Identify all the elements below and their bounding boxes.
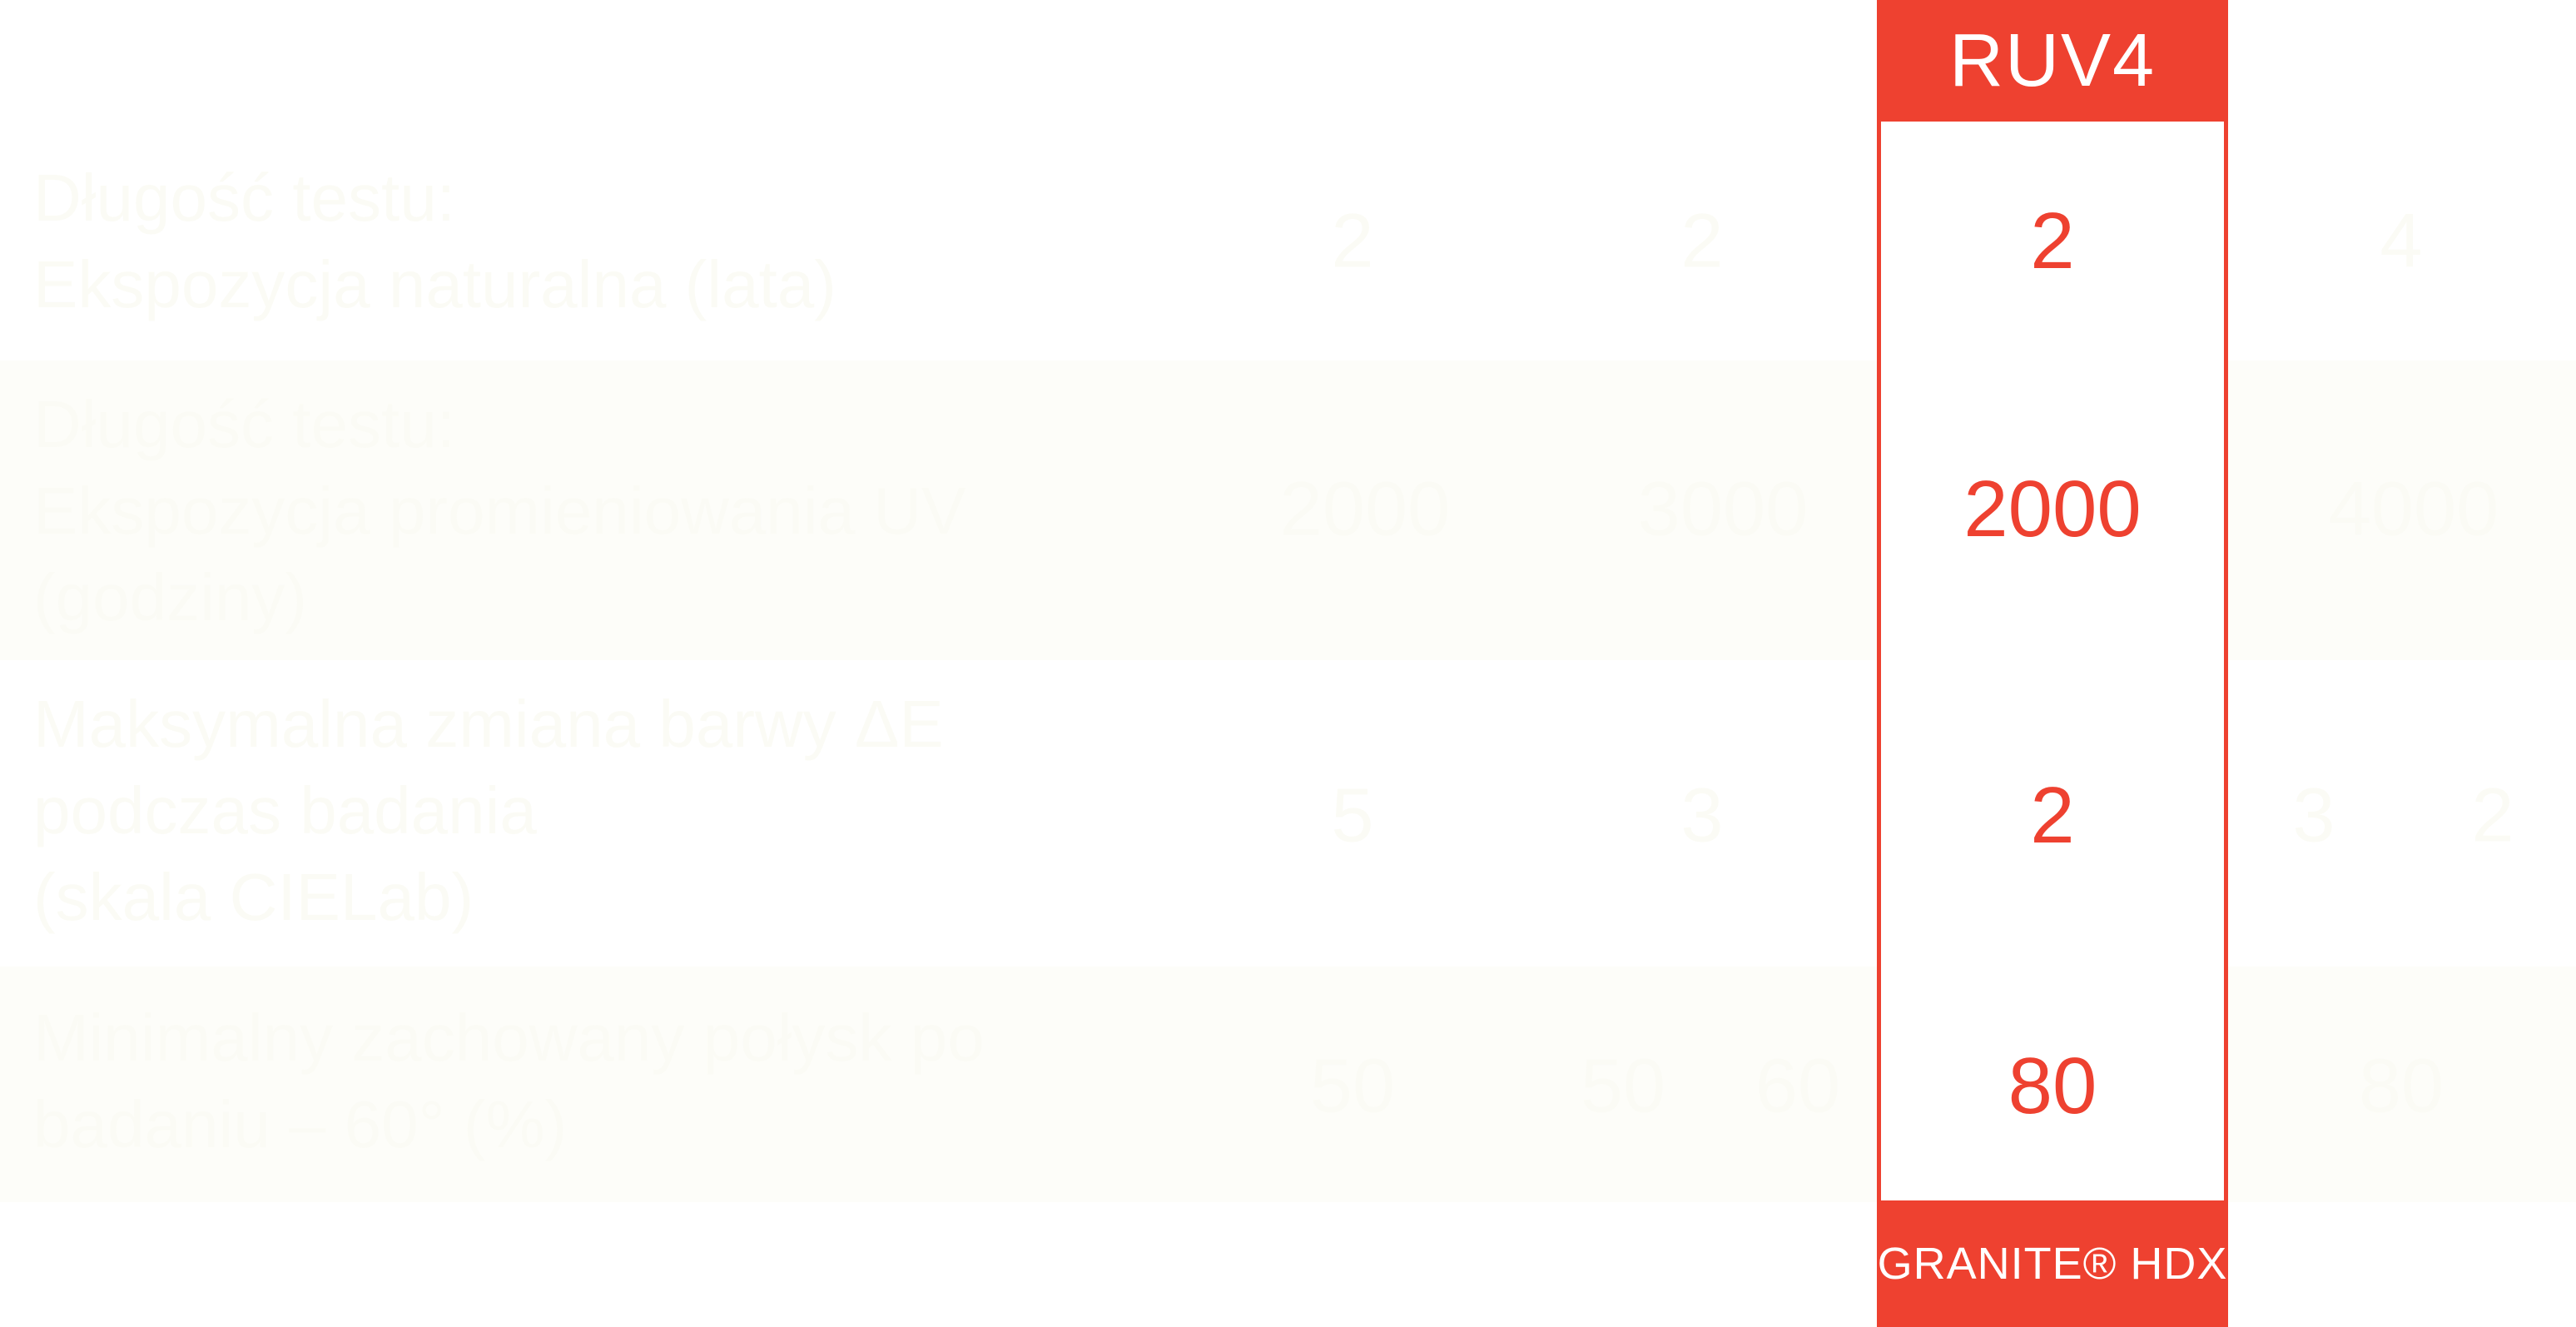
cell-value: 60 <box>1755 1043 1841 1129</box>
row-label-line: Maksymalna zmiana barwy ΔE <box>33 687 944 761</box>
cell-value: 3 <box>2292 773 2335 858</box>
row-label-max-color-change: Maksymalna zmiana barwy ΔE podczas badan… <box>33 681 944 941</box>
row-label-line: podczas badania <box>33 773 537 847</box>
cell-value: 50 <box>1309 1043 1396 1129</box>
cell-value: 2 <box>2471 773 2514 858</box>
row-label-test-length-natural: Długość testu: Ekspozycja naturalna (lat… <box>33 155 836 328</box>
cell-value: 50 <box>1580 1043 1666 1129</box>
cell-value: 2 <box>1331 198 1374 284</box>
cell-value: 4 <box>2380 198 2423 284</box>
row-label-line: badaniu – 60° (%) <box>33 1087 568 1161</box>
row-label-line: Ekspozycja promieniowania UV <box>33 474 966 548</box>
highlight-value: 80 <box>2008 1041 2097 1131</box>
row-label-test-length-uv: Długość testu: Ekspozycja promieniowania… <box>33 381 966 641</box>
row-label-min-gloss: Minimalny zachowany połysk po badaniu – … <box>33 995 985 1168</box>
cell-value: 5 <box>1331 773 1374 858</box>
highlight-value: 2 <box>2030 196 2075 286</box>
highlight-footer: GRANITE® HDX <box>1877 1200 2228 1327</box>
row-label-line: (godziny) <box>33 560 308 634</box>
cell-value: 4000 <box>2328 466 2499 552</box>
cell-value: 2 <box>1680 198 1724 284</box>
row-label-line: Długość testu: <box>33 161 455 235</box>
cell-value: 2000 <box>1279 466 1451 552</box>
highlight-value: 2000 <box>1963 465 2142 554</box>
cell-value: 3000 <box>1637 466 1809 552</box>
cell-value: 3 <box>1680 773 1724 858</box>
row-label-line: (skala CIELab) <box>33 860 474 934</box>
cell-value: 80 <box>2358 1043 2444 1129</box>
highlight-header: RUV4 <box>1877 0 2228 122</box>
highlight-value: 2 <box>2030 771 2075 860</box>
highlight-column <box>1877 0 2228 1327</box>
row-label-line: Minimalny zachowany połysk po <box>33 1001 985 1075</box>
row-label-line: Długość testu: <box>33 387 455 461</box>
row-label-line: Ekspozycja naturalna (lata) <box>33 247 836 321</box>
